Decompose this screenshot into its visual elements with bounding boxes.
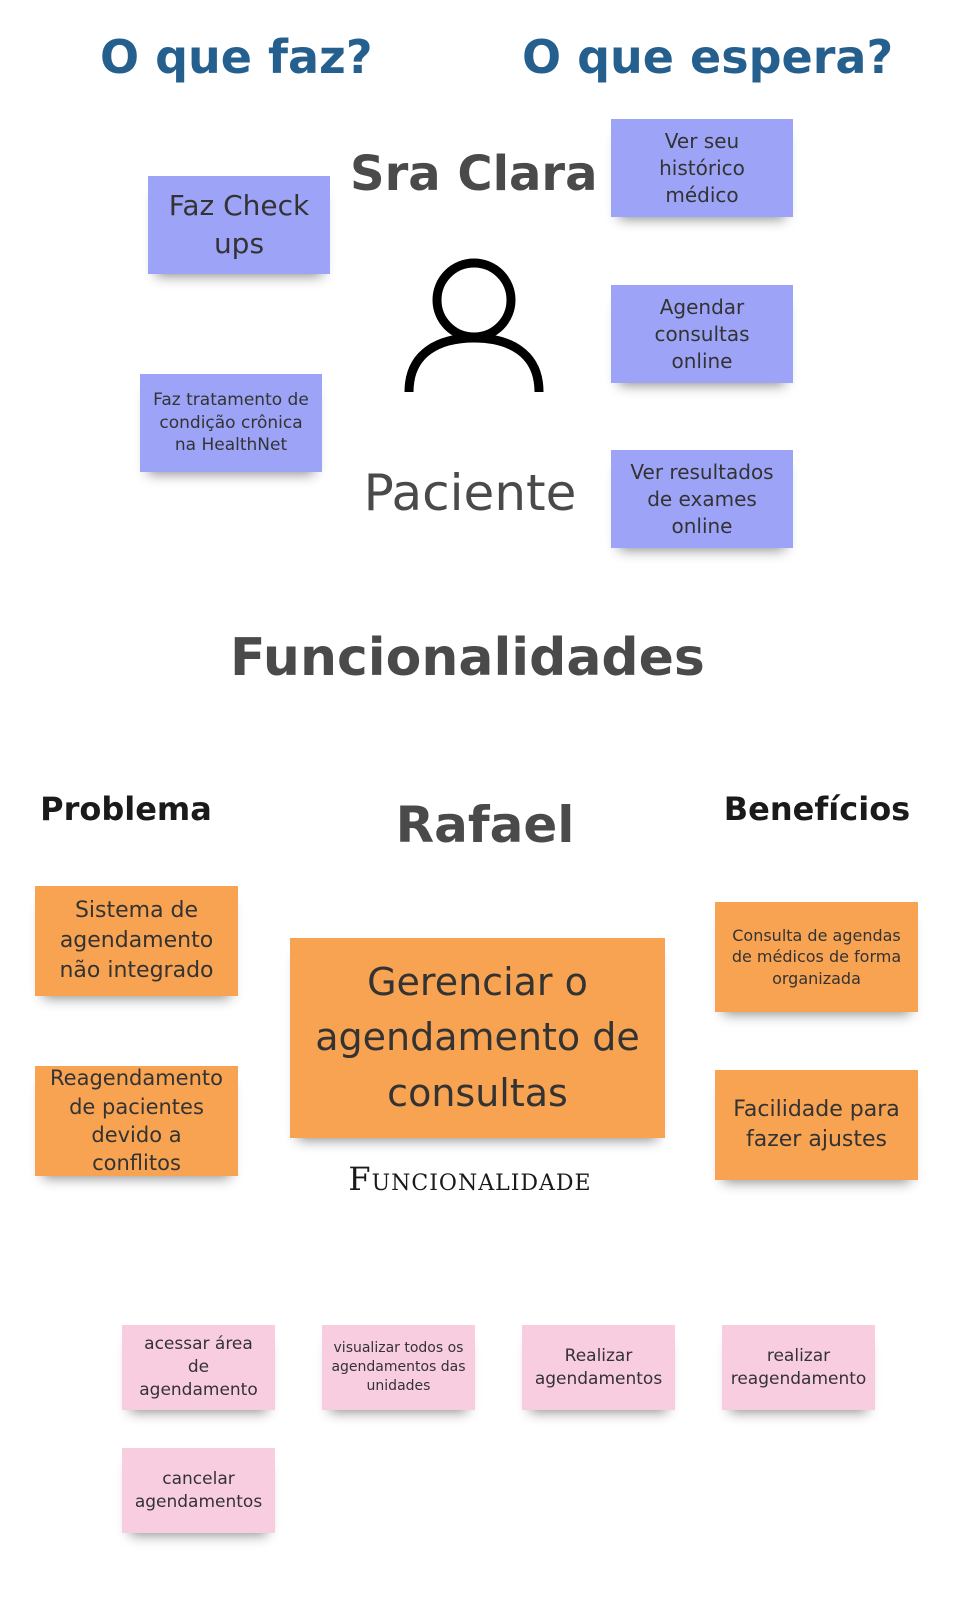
task-note-cancel: cancelar agendamentos (122, 1448, 275, 1533)
task-note-reschedule: realizar reagendamento (722, 1325, 875, 1410)
owner-name: Rafael (395, 796, 575, 854)
expects-note-schedule: Agendar consultas online (611, 285, 793, 383)
benefit-note-adjustments: Facilidade para fazer ajustes (715, 1070, 918, 1180)
problem-note-integration: Sistema de agendamento não integrado (35, 886, 238, 996)
does-note-treatment: Faz tratamento de condição crônica na He… (140, 374, 322, 472)
benefit-note-organized: Consulta de agendas de médicos de forma … (715, 902, 918, 1012)
expects-note-text: Ver resultados de exames online (630, 459, 774, 538)
benefits-heading: Benefícios (723, 790, 911, 828)
task-note-schedule: Realizar agendamentos (522, 1325, 675, 1410)
expects-note-text: Agendar consultas online (654, 294, 750, 373)
problem-note-text: Sistema de agendamento não integrado (59, 898, 214, 983)
expects-note-results: Ver resultados de exames online (611, 450, 793, 548)
problem-note-text: Reagendamento de pacientes devido a conf… (50, 1066, 223, 1176)
expects-heading: O que espera? (522, 30, 894, 84)
task-note-text: acessar área de agendamento (139, 1334, 258, 1400)
features-title: Funcionalidades (230, 628, 705, 688)
persona-name: Sra Clara (350, 146, 598, 202)
persona-role: Paciente (363, 464, 577, 522)
feature-note: Gerenciar o agendamento de consultas (290, 938, 665, 1138)
person-icon (404, 258, 544, 393)
feature-note-text: Gerenciar o agendamento de consultas (315, 960, 640, 1115)
task-note-text: visualizar todos os agendamentos das uni… (331, 1340, 466, 1394)
what-does-heading: O que faz? (100, 30, 373, 84)
task-note-text: cancelar agendamentos (134, 1468, 263, 1512)
task-note-text: realizar reagendamento (730, 1345, 867, 1389)
problem-heading: Problema (40, 790, 212, 828)
problem-note-rescheduling: Reagendamento de pacientes devido a conf… (35, 1066, 238, 1176)
does-note-checkups: Faz Check ups (148, 176, 330, 274)
does-note-text: Faz Check ups (168, 189, 310, 260)
task-note-view-all: visualizar todos os agendamentos das uni… (322, 1325, 475, 1410)
does-note-text: Faz tratamento de condição crônica na He… (153, 389, 309, 456)
task-note-text: Realizar agendamentos (534, 1345, 663, 1389)
expects-note-history: Ver seu histórico médico (611, 119, 793, 217)
feature-label: Funcionalidade (348, 1160, 592, 1198)
benefit-note-text: Consulta de agendas de médicos de forma … (731, 925, 902, 988)
benefit-note-text: Facilidade para fazer ajustes (733, 1097, 900, 1152)
expects-note-text: Ver seu histórico médico (659, 128, 745, 207)
task-note-access: acessar área de agendamento (122, 1325, 275, 1410)
